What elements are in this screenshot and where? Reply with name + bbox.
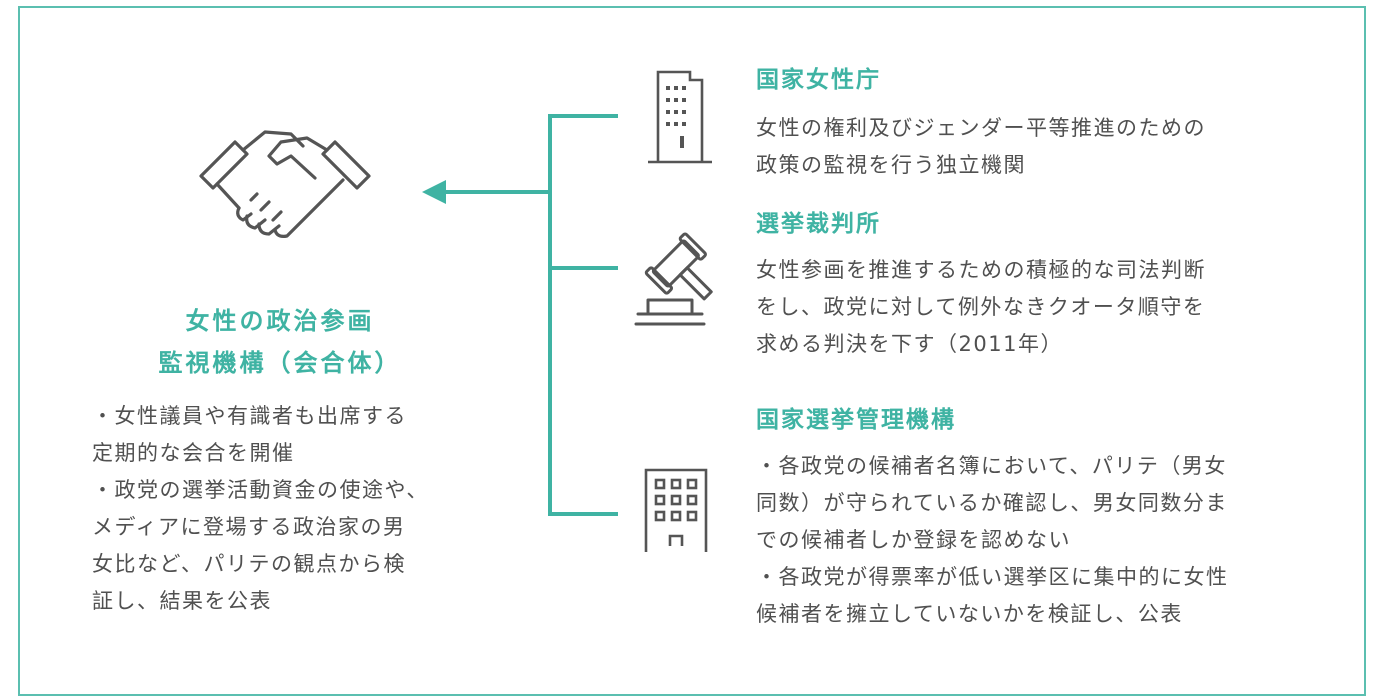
agency-desc-line: 求める判決を下す（2011年） <box>756 332 1063 356</box>
connector <box>422 114 618 516</box>
agency-description: ・各政党の候補者名簿において、パリテ（男女 同数）が守られているか確認し、男女同… <box>756 448 1346 633</box>
center-title-line2: 監視機構（会合体） <box>158 349 402 377</box>
agency-election-management: 国家選挙管理機構 ・各政党の候補者名簿において、パリテ（男女 同数）が守られてい… <box>756 400 1346 633</box>
agency-title: 国家女性庁 <box>756 67 881 93</box>
center-desc-line: ・政党の選挙活動資金の使途や、 <box>92 478 429 502</box>
agency-title: 国家選挙管理機構 <box>756 407 956 433</box>
agency-desc-line: 同数）が守られているか確認し、男女同数分ま <box>756 491 1228 515</box>
center-title-line1: 女性の政治参画 <box>185 307 375 335</box>
agency-desc-line: 女性の権利及びジェンダー平等推進のための <box>756 116 1206 140</box>
arrow-head <box>422 180 446 204</box>
center-desc-line: ・女性議員や有識者も出席する <box>92 404 407 428</box>
building-icon <box>644 468 708 552</box>
center-desc-line: 定期的な会合を開催 <box>92 441 295 465</box>
office-building-icon <box>648 70 712 164</box>
center-desc-line: 証し、結果を公表 <box>92 589 272 613</box>
agency-electoral-court: 選挙裁判所 女性参画を推進するための積極的な司法判断 をし、政党に対して例外なき… <box>756 204 1336 363</box>
agency-desc-line: をし、政党に対して例外なきクオータ順守を <box>756 295 1206 319</box>
agency-description: 女性の権利及びジェンダー平等推進のための 政策の監視を行う独立機関 <box>756 110 1316 184</box>
center-title: 女性の政治参画 監視機構（会合体） <box>120 300 440 384</box>
agency-desc-line: 女性参画を推進するための積極的な司法判断 <box>756 258 1206 282</box>
center-desc-line: 女比など、パリテの観点から検 <box>92 552 406 576</box>
agency-desc-line: 政策の監視を行う独立機関 <box>756 153 1026 177</box>
agency-desc-line: 候補者を擁立していないかを検証し、公表 <box>756 602 1183 626</box>
agency-desc-line: ・各政党が得票率が低い選挙区に集中的に女性 <box>756 565 1229 589</box>
gavel-icon <box>634 232 713 326</box>
agency-description: 女性参画を推進するための積極的な司法判断 をし、政党に対して例外なきクオータ順守… <box>756 252 1336 363</box>
agency-title: 選挙裁判所 <box>756 211 881 237</box>
center-description: ・女性議員や有識者も出席する 定期的な会合を開催 ・政党の選挙活動資金の使途や、… <box>92 398 492 620</box>
agency-desc-line: ・各政党の候補者名簿において、パリテ（男女 <box>756 454 1227 478</box>
agency-national-women: 国家女性庁 女性の権利及びジェンダー平等推進のための 政策の監視を行う独立機関 <box>756 60 1316 184</box>
center-desc-line: メディアに登場する政治家の男 <box>92 515 406 539</box>
agency-desc-line: での候補者しか登録を認めない <box>756 528 1071 552</box>
handshake-icon <box>199 130 371 238</box>
